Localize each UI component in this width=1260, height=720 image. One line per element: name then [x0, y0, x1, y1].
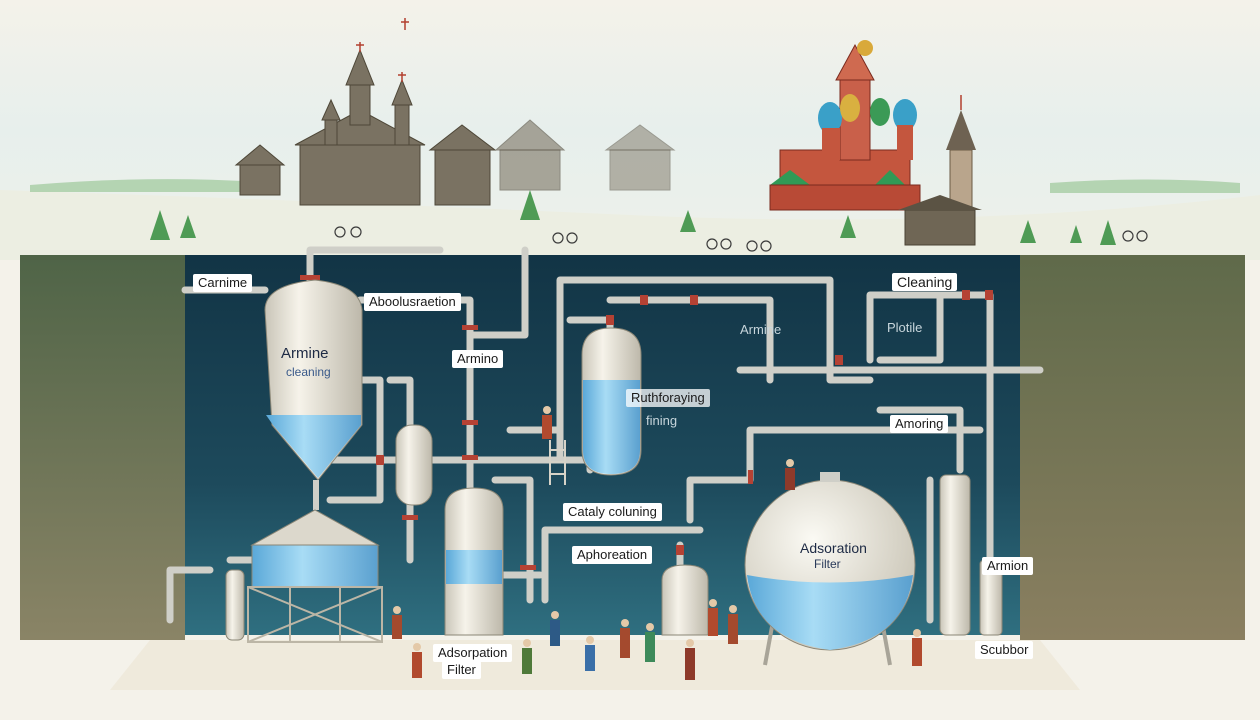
wooden-church-cluster [234, 48, 676, 206]
label-filter-bottom: Filter [442, 661, 481, 679]
label-adsoration: Adsoration [800, 540, 867, 556]
wooden-house [898, 195, 982, 246]
label-ruthforaying: Ruthforaying [626, 389, 710, 407]
label-cleaning-tank: cleaning [286, 365, 331, 379]
left-small-column [225, 569, 245, 641]
label-cataly-coluning: Cataly coluning [563, 503, 662, 521]
label-adsorpation: Adsorpation [433, 644, 513, 662]
small-trees [150, 190, 1116, 245]
treeline-left [30, 179, 260, 192]
label-carnime: Carnime [193, 274, 253, 292]
label-scubbor: Scubbor [975, 641, 1034, 659]
amine-cleaning-tank [264, 279, 363, 510]
soil-left [20, 255, 185, 640]
label-fining: fining [646, 413, 678, 428]
filter-base-structure [247, 509, 383, 643]
label-aphoreation: Aphoreation [572, 546, 653, 564]
label-armion: Armion [982, 557, 1034, 575]
bell-tower [946, 95, 976, 211]
ladder [549, 440, 566, 485]
label-amoring: Amoring [890, 415, 949, 433]
cyclists [334, 226, 1148, 252]
red-cathedral [769, 40, 921, 211]
label-filter-sphere: Filter [814, 557, 841, 571]
label-cleaning-top: Cleaning [892, 273, 958, 291]
label-armino: Armino [452, 350, 504, 368]
center-filter-tank [444, 487, 504, 636]
church-crosses [356, 18, 409, 82]
label-amine-tank: Armine [281, 345, 329, 362]
soil-right [1020, 255, 1245, 640]
pipe-joints [300, 275, 993, 570]
label-aboluration: Aboolusraetion [364, 293, 461, 311]
label-plotile: Plotile [887, 320, 923, 335]
adsoration-filter-sphere [744, 472, 916, 666]
separator-vessel [395, 424, 433, 506]
ruthforaying-tank [581, 327, 642, 476]
workers [392, 406, 922, 680]
treeline-right [1050, 179, 1240, 193]
label-armine-right: Armine [740, 322, 782, 337]
small-collector-vessel [661, 564, 709, 636]
